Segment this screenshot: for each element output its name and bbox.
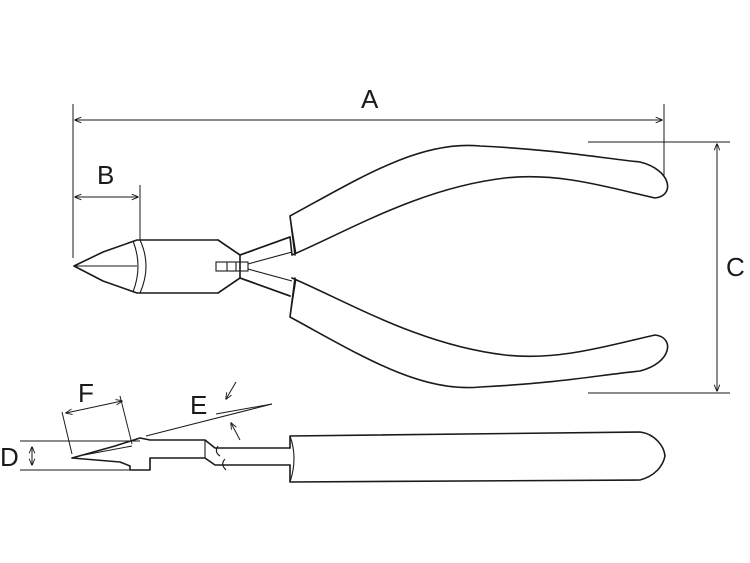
spring-slot (226, 262, 237, 271)
spring-arms (247, 251, 293, 282)
spring-box (215, 261, 249, 272)
joint-step (149, 440, 206, 470)
head-ridge (139, 239, 147, 294)
plier-top-view (73, 144, 669, 389)
upper-handle (239, 144, 669, 256)
handle-join (289, 435, 295, 483)
joint-break-marks (215, 445, 227, 471)
upper-grip-edge (289, 215, 297, 255)
dimension-a (72, 104, 665, 258)
head-ridge-inner (132, 240, 139, 293)
label-d: D (0, 442, 19, 472)
lower-grip-edge (289, 278, 297, 318)
label-f: F (78, 378, 94, 408)
dimension-e (145, 381, 273, 441)
side-handle (289, 431, 666, 483)
label-e: E (190, 390, 207, 420)
label-c: C (726, 252, 745, 282)
label-b: B (97, 160, 114, 190)
lower-handle (239, 277, 669, 389)
pivot-joint (217, 236, 291, 297)
side-blade (71, 437, 291, 471)
dimension-f (61, 395, 133, 455)
plier-side-view (71, 431, 666, 483)
label-a: A (361, 84, 379, 114)
blade-bevel (83, 445, 133, 456)
dimension-b (75, 185, 141, 240)
dimension-c (588, 141, 730, 394)
dimension-d (20, 440, 140, 471)
